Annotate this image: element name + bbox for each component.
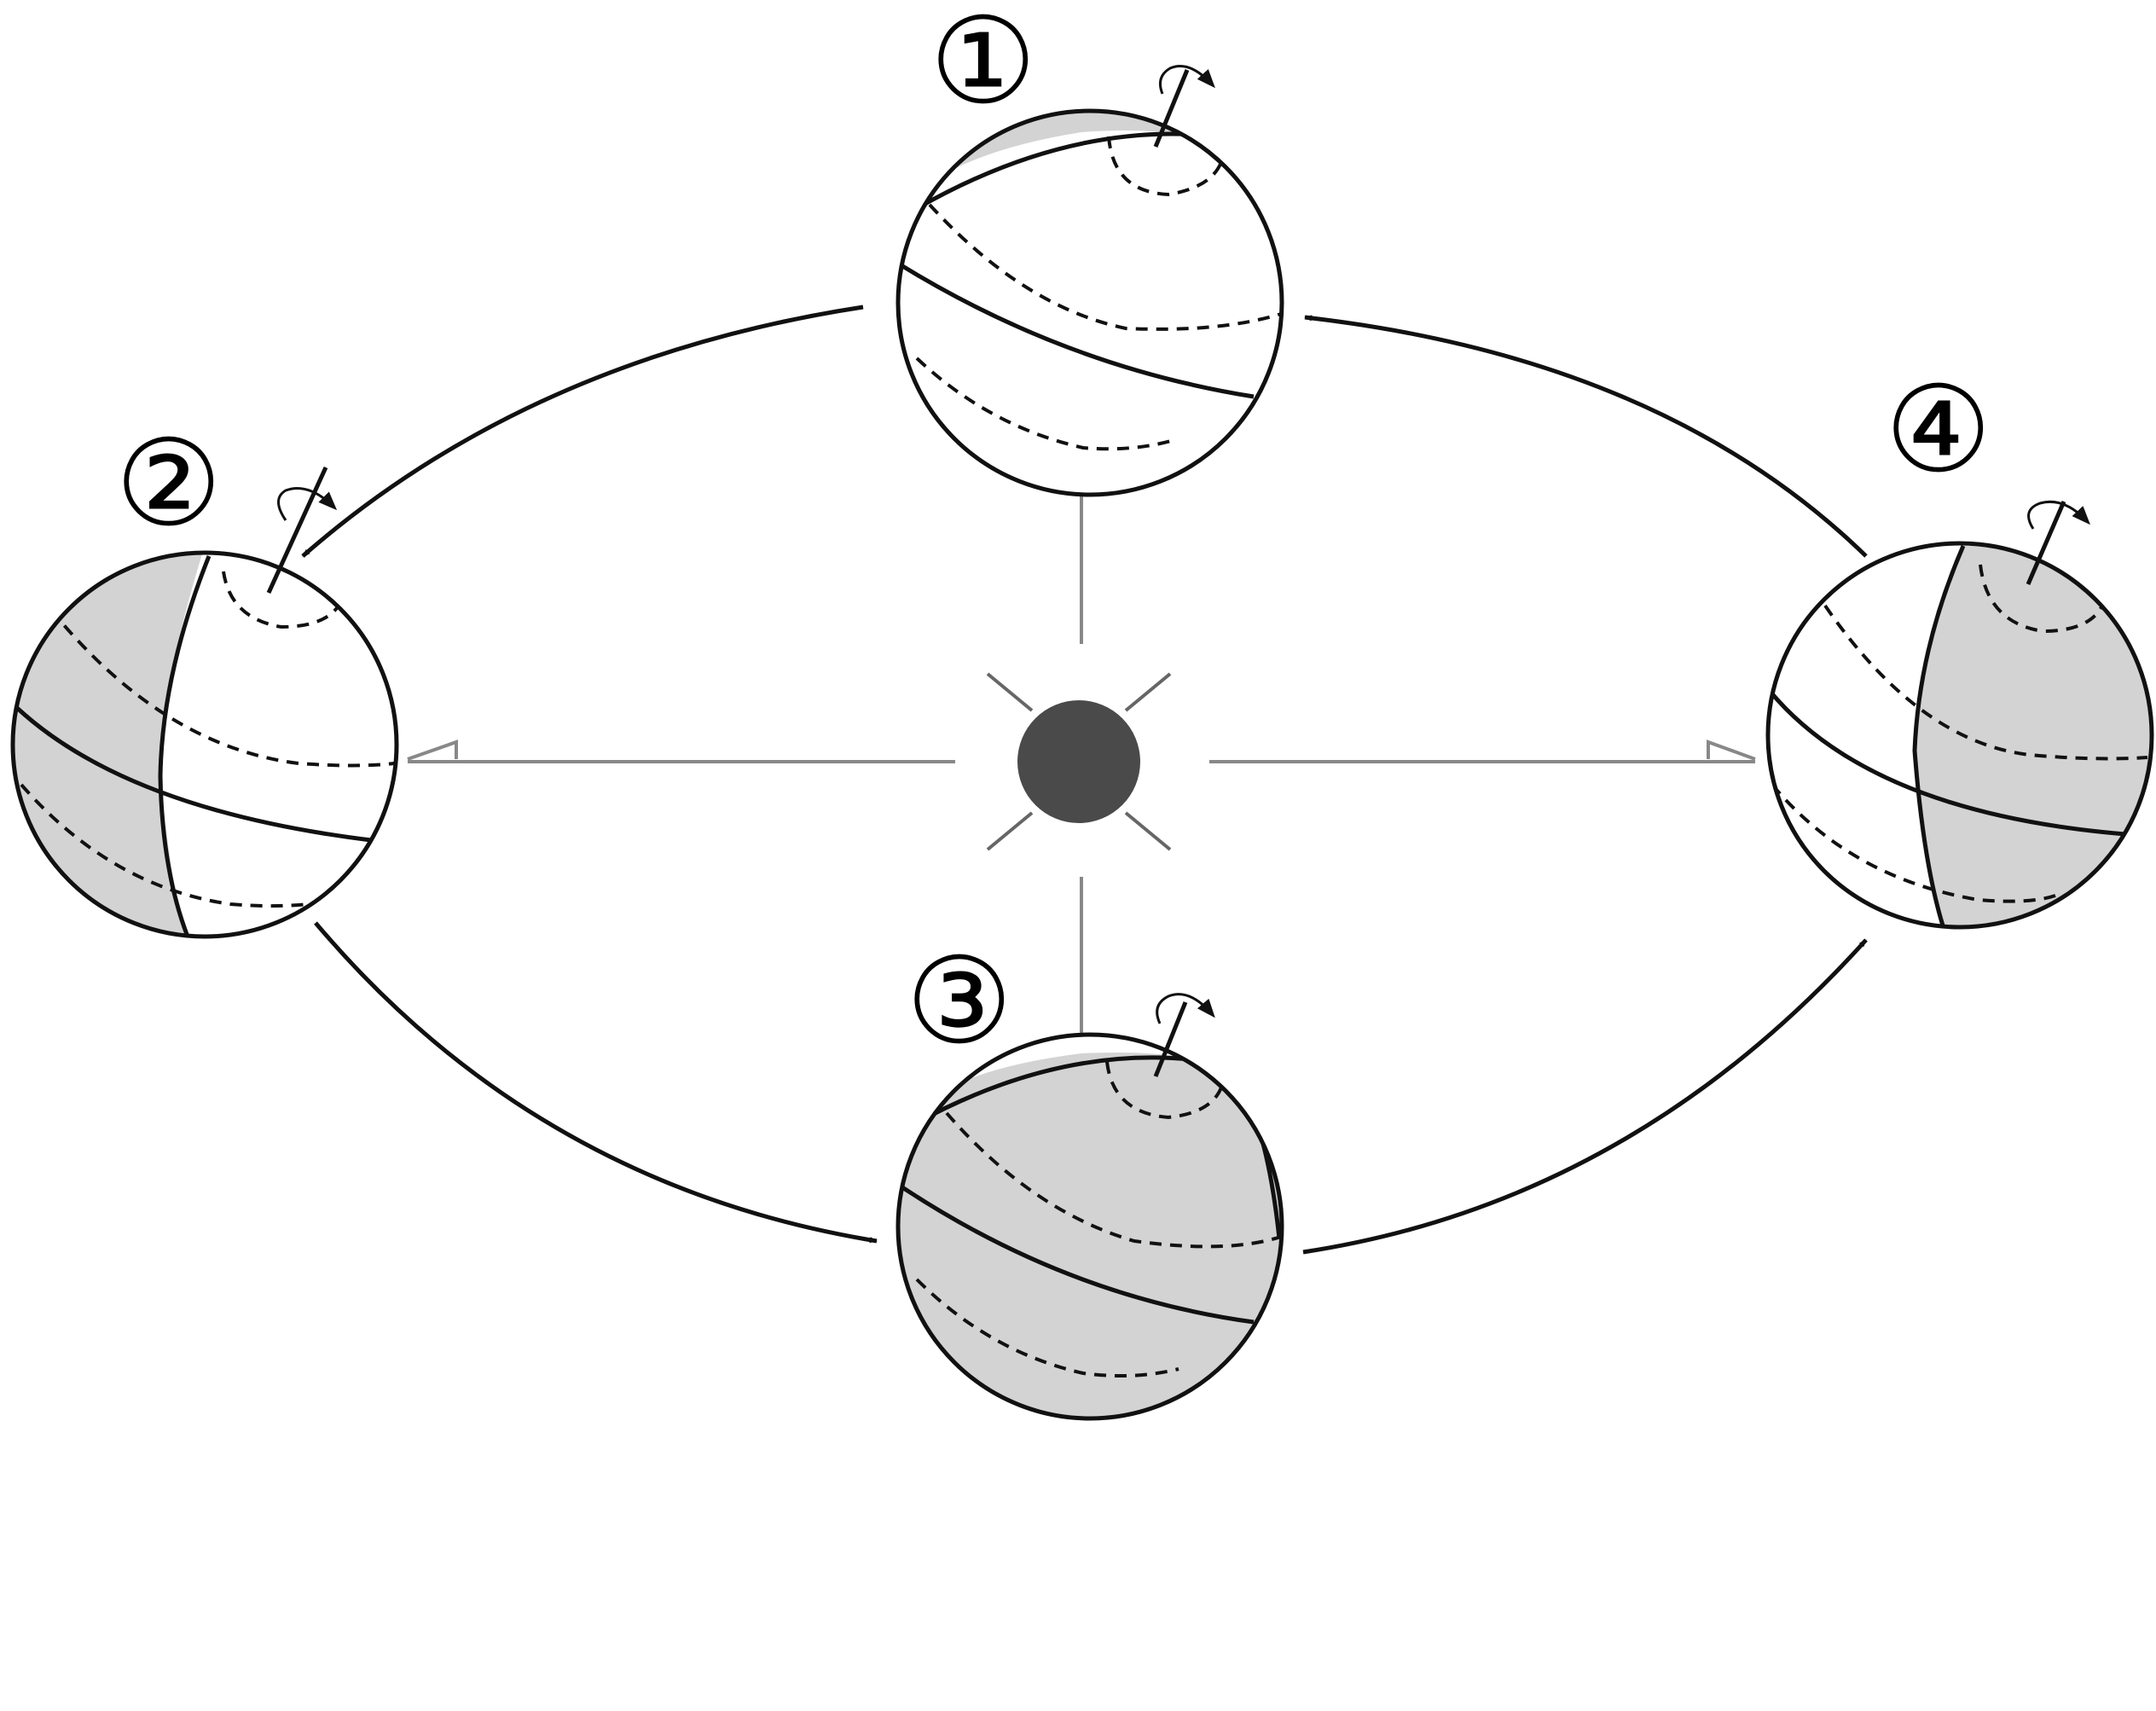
orbit-path bbox=[301, 304, 1868, 1255]
night-shade bbox=[1915, 546, 2152, 927]
orbit-arc-3-to-4 bbox=[1302, 938, 1868, 1255]
sun-rays bbox=[986, 672, 1172, 851]
position-label-3: ③ bbox=[906, 932, 1013, 1071]
axis-2 bbox=[266, 466, 328, 594]
rotation-arrow-1 bbox=[1159, 65, 1215, 95]
night-shade bbox=[13, 553, 205, 937]
sun-disc bbox=[1017, 700, 1140, 823]
earth-position-2: ② bbox=[10, 415, 399, 939]
position-label-1: ① bbox=[930, 0, 1037, 131]
axis-1 bbox=[1153, 69, 1190, 148]
orbit-arc-2-to-3 bbox=[314, 921, 878, 1244]
axis-4 bbox=[2026, 501, 2066, 585]
sun bbox=[986, 672, 1172, 851]
right-angle-mark-2 bbox=[407, 740, 458, 761]
position-label-4: ④ bbox=[1885, 361, 1992, 500]
rotation-arrow-4 bbox=[2027, 500, 2091, 530]
orbit-arc-1-to-2 bbox=[301, 304, 864, 558]
earth-position-3: ③ bbox=[895, 932, 1284, 1421]
earth-position-4: ④ bbox=[1765, 361, 2154, 930]
orbit-arc-4-to-1 bbox=[1304, 315, 1868, 558]
axis-3 bbox=[1153, 1001, 1188, 1077]
rotation-arrow-2 bbox=[277, 487, 338, 521]
earth-position-1: ① bbox=[895, 0, 1284, 497]
rotation-arrow-3 bbox=[1156, 993, 1215, 1024]
right-angle-mark-4 bbox=[1707, 740, 1756, 761]
position-label-2: ② bbox=[115, 415, 223, 554]
